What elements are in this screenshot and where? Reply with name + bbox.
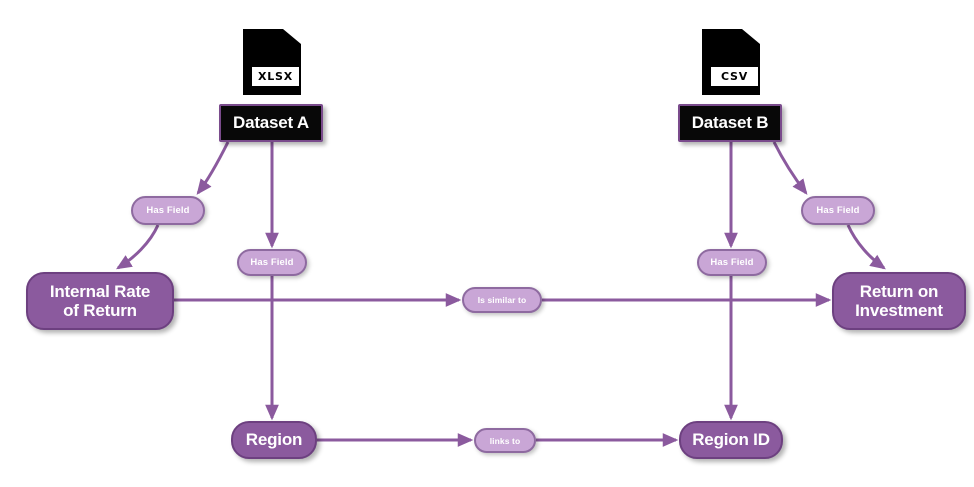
relation-pill-links-to[interactable]: links to (474, 428, 536, 453)
relation-pill-is-similar-to[interactable]: Is similar to (462, 287, 542, 313)
relation-pill-label: Is similar to (477, 295, 527, 305)
xlsx-file-icon: XLSX (243, 29, 301, 95)
file-extension-box: XLSX (250, 65, 301, 88)
edge-has-field-to-return-on-investment (846, 224, 886, 270)
relation-pill-has-field-b-region-id[interactable]: Has Field (697, 249, 767, 276)
relation-pill-has-field-b-roi[interactable]: Has Field (801, 196, 875, 225)
file-extension-label: XLSX (257, 70, 294, 83)
relation-pill-has-field-a-region[interactable]: Has Field (237, 249, 307, 276)
dataset-node-dataset-a[interactable]: Dataset A (219, 104, 323, 142)
relation-pill-has-field-a-irr[interactable]: Has Field (131, 196, 205, 225)
dataset-node-label: Dataset B (691, 113, 769, 132)
entity-node-label: Region ID (692, 430, 770, 450)
csv-file-icon: CSV (702, 29, 760, 95)
entity-node-region[interactable]: Region (231, 421, 317, 459)
edge-dataset-a-to-has-field-irr (196, 141, 230, 195)
file-extension-box: CSV (709, 65, 760, 88)
relation-pill-label: Has Field (146, 205, 190, 216)
entity-node-label: Region (245, 430, 303, 450)
relation-pill-label: links to (489, 435, 521, 446)
dataset-node-label: Dataset A (233, 113, 309, 132)
relation-pill-label: Has Field (250, 257, 294, 268)
relation-pill-label: Has Field (710, 257, 754, 268)
edge-dataset-b-to-has-field-roi (772, 141, 808, 195)
entity-node-region-id[interactable]: Region ID (679, 421, 783, 459)
file-extension-label: CSV (720, 70, 749, 83)
dataset-node-dataset-b[interactable]: Dataset B (678, 104, 782, 142)
edge-has-field-to-internal-rate-of-return (116, 224, 160, 270)
relation-pill-label: Has Field (816, 205, 860, 216)
